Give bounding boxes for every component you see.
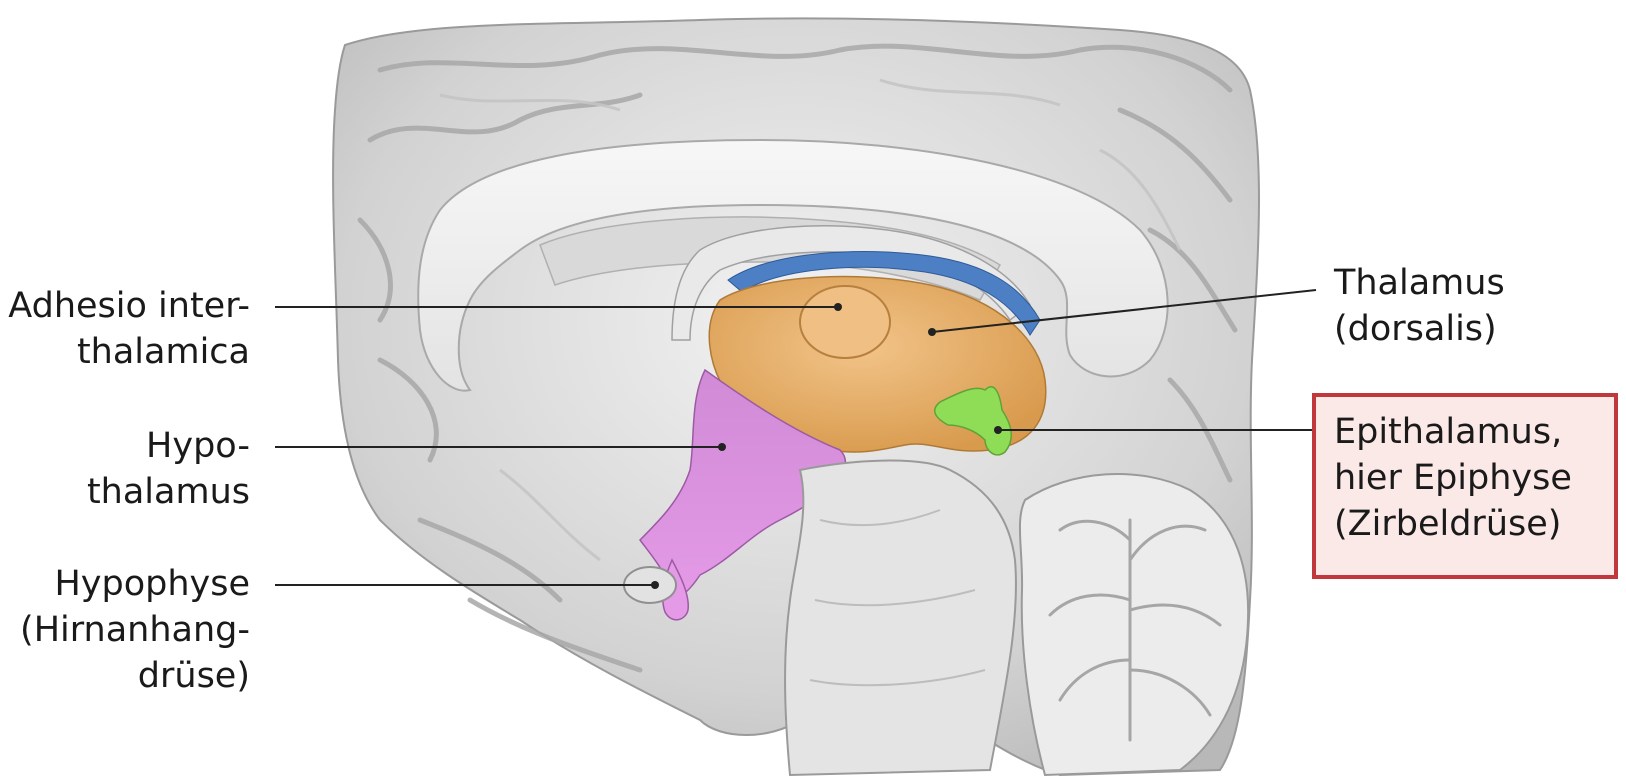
label-line: Hypo- <box>146 426 250 466</box>
cerebellum <box>1018 472 1250 777</box>
label-hypothalamus: Hypo- thalamus <box>87 423 250 515</box>
hypothalamus-region <box>639 368 847 598</box>
label-line: thalamus <box>86 472 250 512</box>
leader-lines <box>275 289 1317 586</box>
label-thalamus: Thalamus (dorsalis) <box>1334 260 1505 352</box>
brainstem <box>784 459 1017 777</box>
label-line: Thalamus <box>1334 263 1505 303</box>
label-line: (Zirbeldrüse) <box>1334 504 1562 544</box>
leader-dots <box>651 303 1002 589</box>
label-line: (dorsalis) <box>1334 309 1497 349</box>
label-line: (Hirnanhang- <box>20 610 250 650</box>
leader-thalamus <box>931 289 1317 333</box>
label-adhesio-interthalamica: Adhesio inter- thalamica <box>8 283 250 375</box>
corpus-callosum <box>417 138 1169 392</box>
label-epithalamus: Epithalamus, hier Epiphyse (Zirbeldrüse) <box>1334 409 1572 547</box>
epiphyse-region <box>933 386 1012 456</box>
label-line: drüse) <box>137 656 250 696</box>
label-hypophyse: Hypophyse (Hirnanhang- drüse) <box>20 561 250 699</box>
label-line: thalamica <box>76 332 250 372</box>
ependyma-strip <box>727 251 1041 336</box>
label-line: Adhesio inter- <box>8 286 250 326</box>
highlight-box-epithalamus <box>1312 393 1618 579</box>
label-line: Hypophyse <box>54 564 250 604</box>
label-line: hier Epiphyse <box>1334 458 1572 498</box>
adhesio-interthalamica-shape <box>799 285 891 359</box>
label-line: Epithalamus, <box>1334 412 1563 452</box>
